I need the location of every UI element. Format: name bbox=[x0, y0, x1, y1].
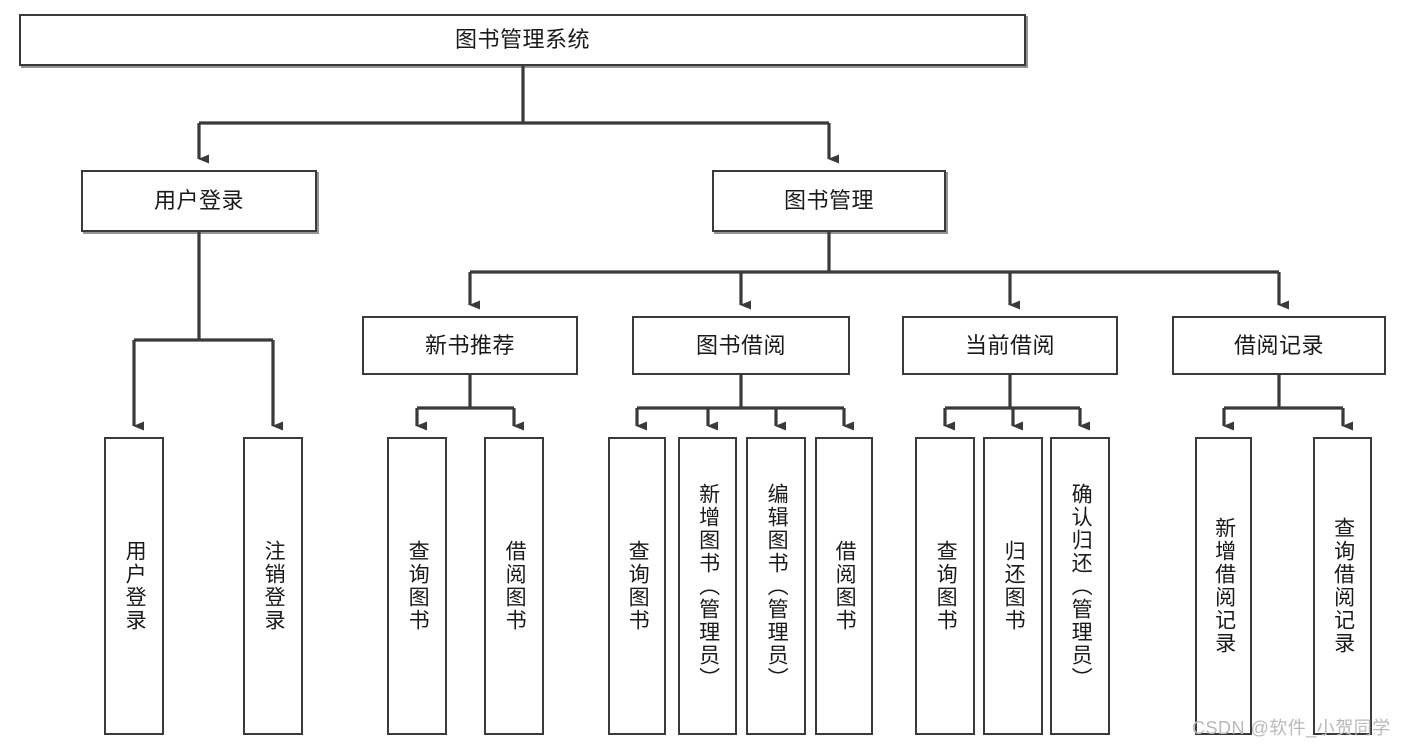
node-label: 借阅记录 bbox=[1233, 332, 1324, 358]
node-leaf-book-add[interactable]: 新增图书（管理员） bbox=[678, 437, 737, 735]
node-label: 图书借阅 bbox=[695, 332, 786, 358]
node-leaf-logout[interactable]: 注销登录 bbox=[243, 437, 303, 735]
node-leaf-book-lend[interactable]: 借阅图书 bbox=[815, 437, 873, 735]
node-leaf-rec-query[interactable]: 查询图书 bbox=[387, 437, 447, 735]
node-label: 编辑图书（管理员） bbox=[765, 482, 789, 690]
node-leaf-cur-confirm[interactable]: 确认归还（管理员） bbox=[1050, 437, 1110, 735]
node-label: 用户登录 bbox=[153, 188, 244, 214]
watermark: CSDN @软件_小贺同学 bbox=[1192, 718, 1391, 738]
node-leaf-cur-return[interactable]: 归还图书 bbox=[983, 437, 1043, 735]
node-leaf-rec-borrow[interactable]: 借阅图书 bbox=[484, 437, 544, 735]
node-borrow-record[interactable]: 借阅记录 bbox=[1172, 316, 1386, 375]
node-new-book-rec[interactable]: 新书推荐 bbox=[362, 316, 578, 375]
node-label: 图书管理系统 bbox=[454, 27, 590, 53]
node-label: 查询图书 bbox=[406, 540, 430, 632]
node-book-borrow[interactable]: 图书借阅 bbox=[632, 316, 850, 375]
node-current-borrow[interactable]: 当前借阅 bbox=[902, 316, 1118, 375]
node-label: 借阅图书 bbox=[833, 540, 857, 632]
node-label: 新增图书（管理员） bbox=[696, 482, 720, 690]
node-user-login[interactable]: 用户登录 bbox=[81, 170, 317, 232]
node-label: 确认归还（管理员） bbox=[1069, 482, 1093, 690]
node-leaf-cur-query[interactable]: 查询图书 bbox=[915, 437, 975, 735]
node-label: 新书推荐 bbox=[424, 332, 515, 358]
node-root[interactable]: 图书管理系统 bbox=[19, 14, 1026, 66]
node-label: 图书管理 bbox=[783, 188, 874, 214]
node-book-manage[interactable]: 图书管理 bbox=[712, 170, 946, 232]
node-leaf-borrow-query[interactable]: 查询图书 bbox=[608, 437, 666, 735]
node-label: 用户登录 bbox=[123, 540, 147, 632]
node-leaf-user-login[interactable]: 用户登录 bbox=[104, 437, 164, 735]
node-label: 新增借阅记录 bbox=[1212, 517, 1236, 655]
node-leaf-rec-add[interactable]: 新增借阅记录 bbox=[1195, 437, 1252, 735]
node-label: 归还图书 bbox=[1002, 540, 1026, 632]
node-label: 借阅图书 bbox=[503, 540, 527, 632]
node-label: 注销登录 bbox=[262, 540, 286, 632]
node-label: 当前借阅 bbox=[964, 332, 1055, 358]
node-leaf-rec-query2[interactable]: 查询借阅记录 bbox=[1313, 437, 1372, 735]
node-leaf-book-edit[interactable]: 编辑图书（管理员） bbox=[746, 437, 806, 735]
node-label: 查询图书 bbox=[934, 540, 958, 632]
node-label: 查询借阅记录 bbox=[1331, 517, 1355, 655]
node-label: 查询图书 bbox=[626, 540, 650, 632]
